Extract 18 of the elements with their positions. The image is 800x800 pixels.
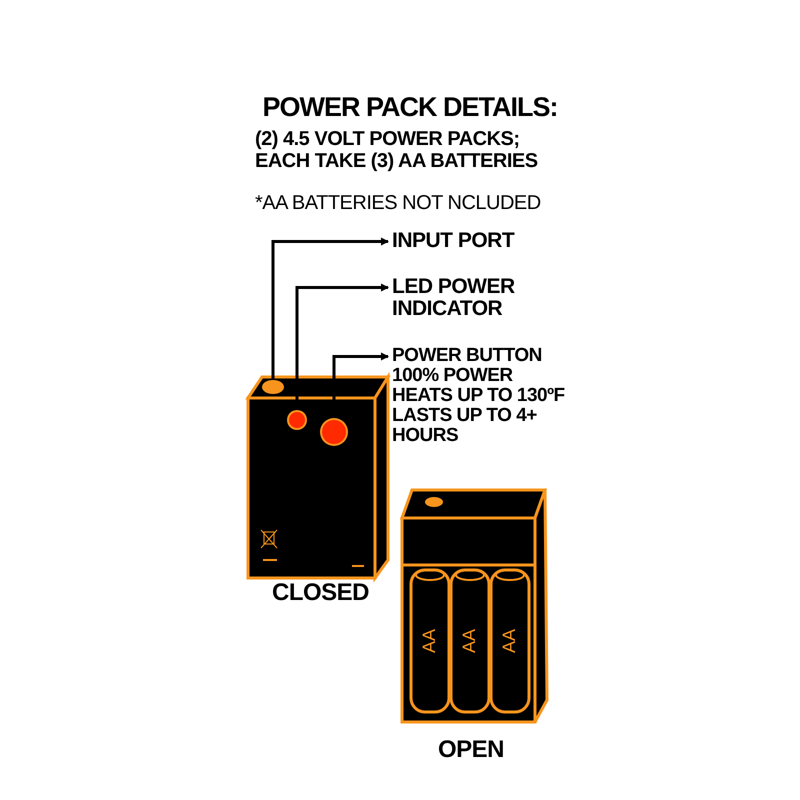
led-indicator bbox=[289, 412, 305, 428]
callout-label: INPUT PORT bbox=[392, 230, 552, 252]
input-port bbox=[264, 382, 282, 392]
battery-label: AA bbox=[500, 629, 520, 653]
subheading: (2) 4.5 VOLT POWER PACKS; EACH TAKE (3) AA BATTERIES bbox=[255, 128, 539, 172]
caption: CLOSED bbox=[272, 580, 370, 606]
heading: POWER PACK DETAILS: bbox=[262, 92, 558, 123]
callout-label: LASTS UP TO 4+ HOURS bbox=[392, 406, 538, 446]
power-button bbox=[322, 420, 346, 444]
battery-label: AA bbox=[460, 629, 480, 653]
callout-label: 100% POWER bbox=[392, 366, 514, 386]
caption: OPEN bbox=[438, 737, 506, 764]
battery-label: AA bbox=[420, 629, 440, 653]
footnote: *AA BATTERIES NOT NCLUDED bbox=[255, 192, 542, 214]
callout-label: LED POWER INDICATOR bbox=[392, 276, 542, 320]
callout-label: POWER BUTTON bbox=[392, 346, 543, 366]
leader-line bbox=[272, 238, 389, 380]
callout-label: HEATS UP TO 130ºF bbox=[392, 386, 566, 406]
